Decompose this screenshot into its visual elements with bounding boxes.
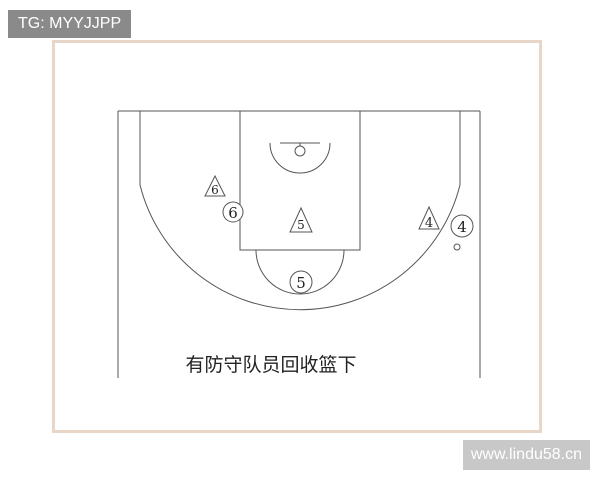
defender-5-marker: 5: [289, 206, 313, 233]
defender-6-marker: 6: [204, 174, 226, 197]
paint-lane: [239, 110, 361, 251]
offense-4-label: 4: [457, 218, 467, 236]
offense-5-marker: 5: [289, 270, 313, 294]
defender-5-label: 5: [297, 218, 305, 232]
defender-6-label: 6: [211, 183, 219, 197]
offense-6-marker: 6: [222, 201, 244, 223]
diagram-caption: 有防守队员回收篮下: [185, 354, 356, 376]
site-label: www.lindu58.cn: [462, 440, 590, 470]
basket-rim: [294, 145, 306, 157]
offense-6-label: 6: [228, 204, 238, 222]
offense-5-label: 5: [296, 274, 306, 292]
free-throw-circle: [255, 249, 345, 295]
offense-4-marker: 4: [450, 214, 474, 238]
defender-4-label: 4: [425, 216, 433, 231]
ball-marker: [453, 243, 461, 251]
defender-4-marker: 4: [418, 205, 440, 231]
three-point-arc: [139, 184, 461, 311]
restricted-area-arc: [269, 142, 331, 174]
tag-label: TG: MYYJJPP: [8, 10, 132, 38]
